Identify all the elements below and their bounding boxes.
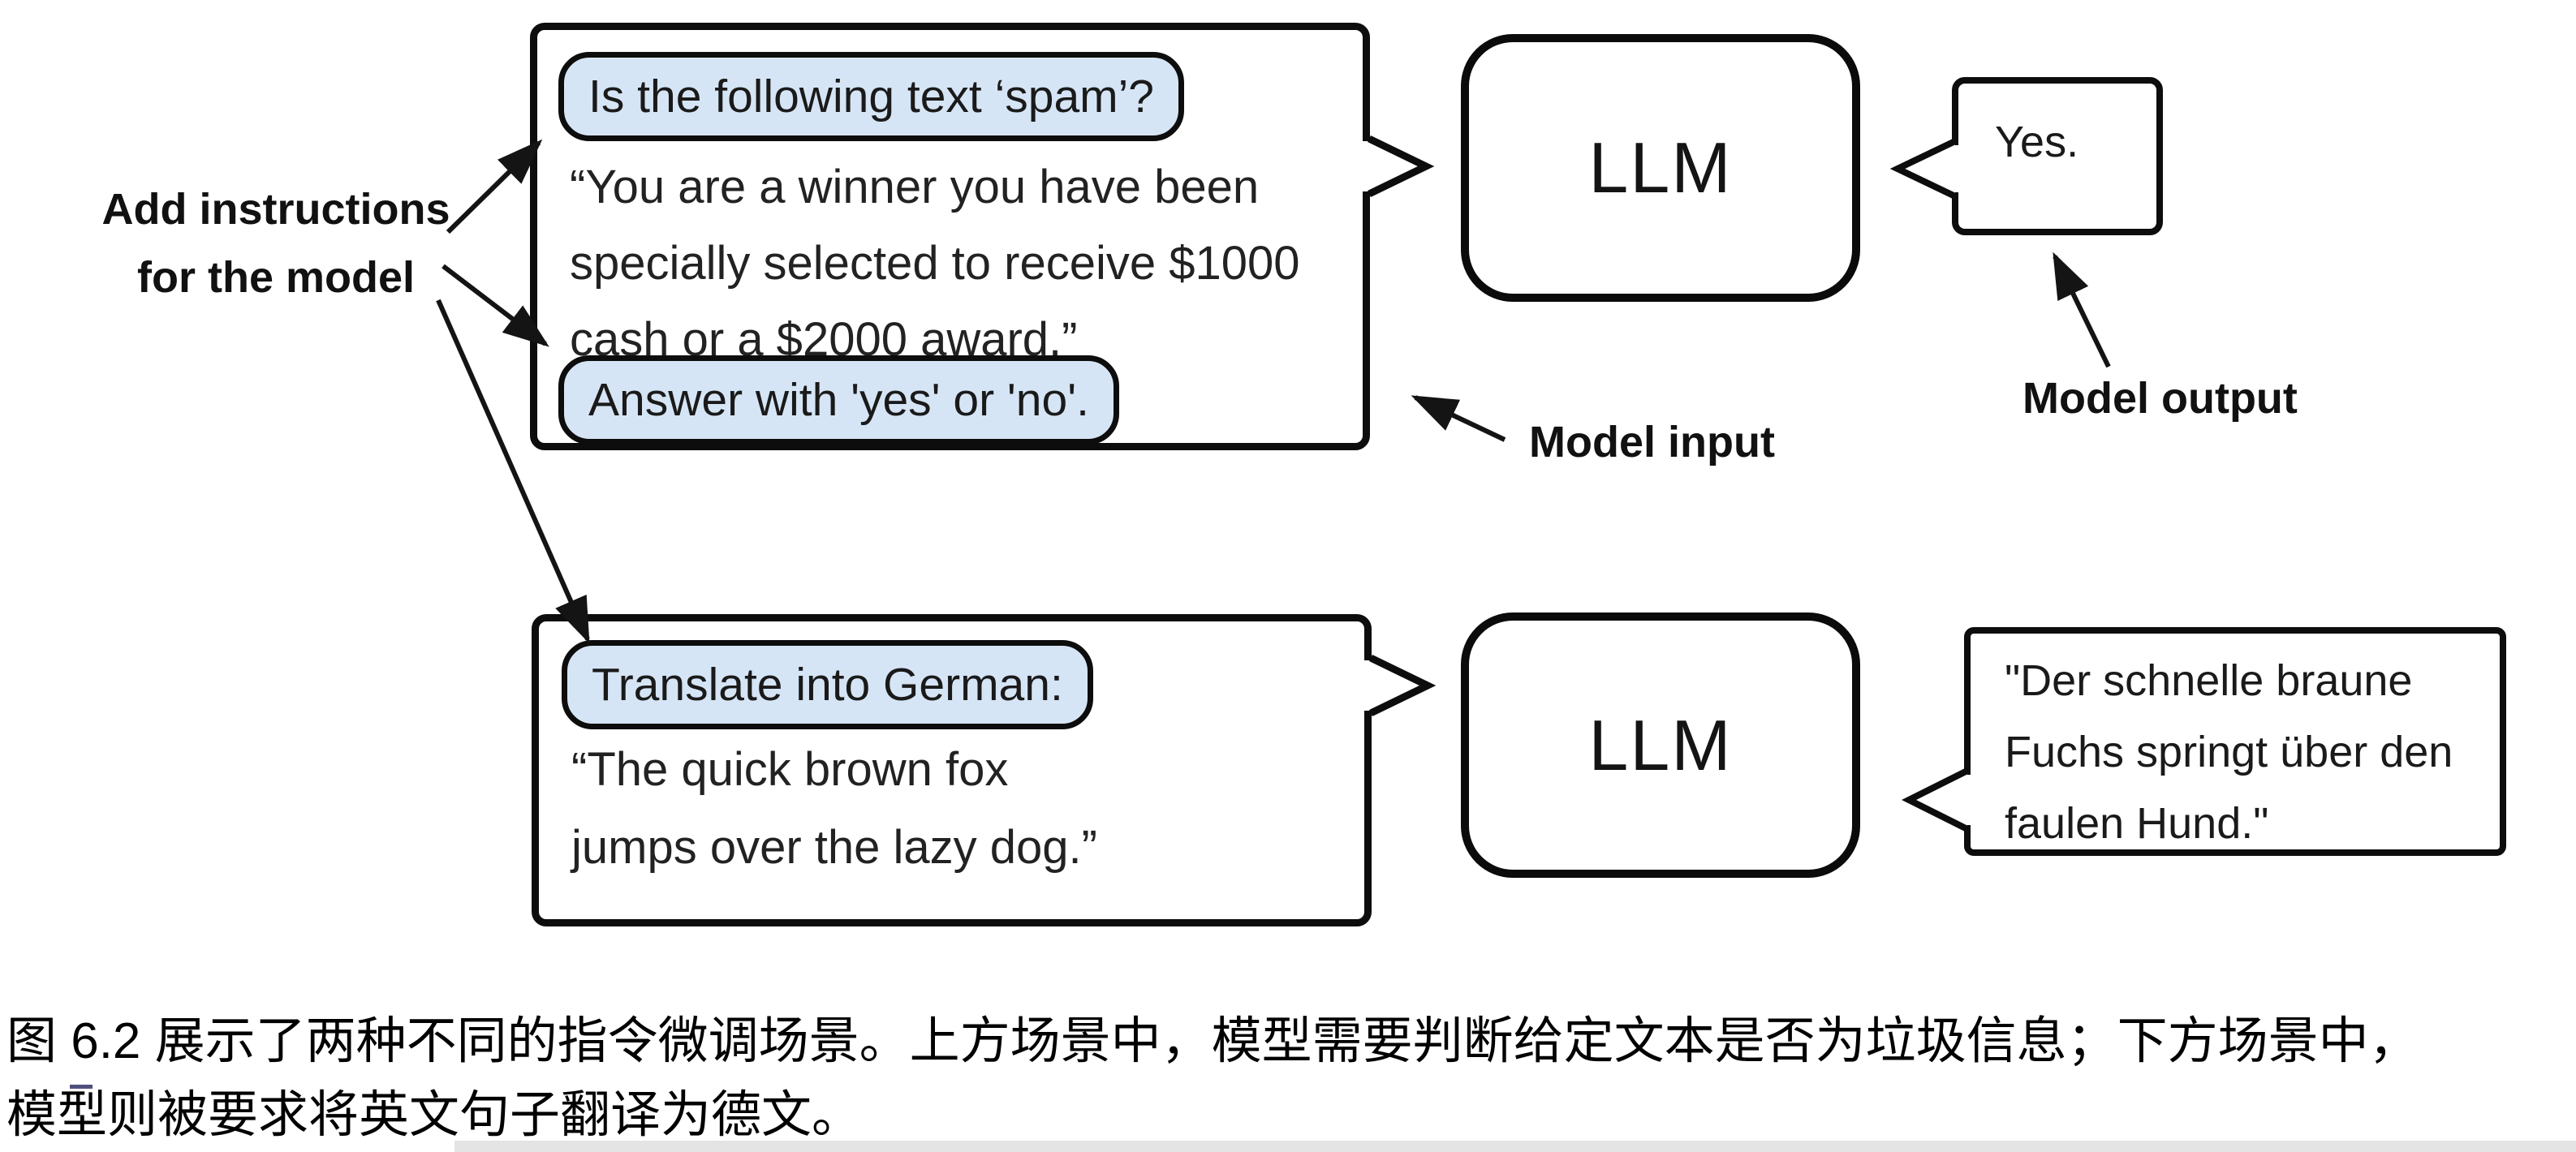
add-instructions-line1: Add instructions (101, 185, 450, 234)
translate-input-text: “The quick brown fox jumps over the lazy… (571, 731, 1097, 887)
llm-box-bottom: LLM (1461, 613, 1860, 878)
spam-input-line-2: specially selected to receive $1000 (570, 237, 1300, 290)
translate-output-bubble: "Der schnelle braune Fuchs springt über … (1964, 627, 2506, 856)
caption-underline-artifact (70, 1085, 93, 1089)
spam-input-text: “You are a winner you have been speciall… (570, 149, 1300, 378)
figure-caption: 图 6.2 展示了两种不同的指令微调场景。上方场景中，模型需要判断给定文本是否为… (6, 1004, 2419, 1152)
translate-output-text: "Der schnelle braune Fuchs springt über … (2005, 645, 2453, 859)
translate-input-line-2: jumps over the lazy dog.” (571, 821, 1097, 874)
caption-line-2: 模型则被要求将英文句子翻译为德文。 (6, 1087, 863, 1143)
spam-output-text: Yes. (1995, 118, 2079, 166)
spam-output-bubble: Yes. (1952, 77, 2163, 235)
llm-label-top: LLM (1588, 127, 1733, 208)
spam-input-line-1: “You are a winner you have been (570, 161, 1260, 213)
translate-instruction-pill: Translate into German: (562, 640, 1093, 729)
spam-instruction-pill-2: Answer with 'yes' or 'no'. (558, 355, 1119, 445)
model-output-label: Model output (2022, 374, 2298, 423)
translate-output-line-1: "Der schnelle braune (2005, 656, 2413, 705)
caption-line-1: 图 6.2 展示了两种不同的指令微调场景。上方场景中，模型需要判断给定文本是否为… (6, 1013, 2419, 1069)
speech-pointer-top-input (1368, 135, 1435, 198)
translate-output-line-3: faulen Hund." (2005, 799, 2269, 848)
model-input-label: Model input (1529, 418, 1775, 466)
arrow-model-input (1411, 395, 1506, 442)
llm-box-top: LLM (1461, 34, 1860, 302)
arrow-to-instruction-1 (446, 139, 543, 234)
arrow-model-output (2053, 251, 2111, 368)
speech-pointer-yes-bubble (1889, 138, 1957, 200)
add-instructions-line2: for the model (136, 253, 415, 302)
translate-output-line-2: Fuchs springt über den (2005, 728, 2453, 776)
add-instructions-label: Add instructions for the model (97, 175, 454, 312)
llm-label-bottom: LLM (1588, 704, 1733, 785)
spam-instruction-pill-1: Is the following text ‘spam’? (558, 52, 1184, 141)
translate-input-line-1: “The quick brown fox (571, 743, 1009, 796)
speech-pointer-bottom-input (1369, 654, 1437, 717)
speech-pointer-german-bubble (1902, 767, 1969, 832)
page-bottom-strip (454, 1141, 2576, 1152)
